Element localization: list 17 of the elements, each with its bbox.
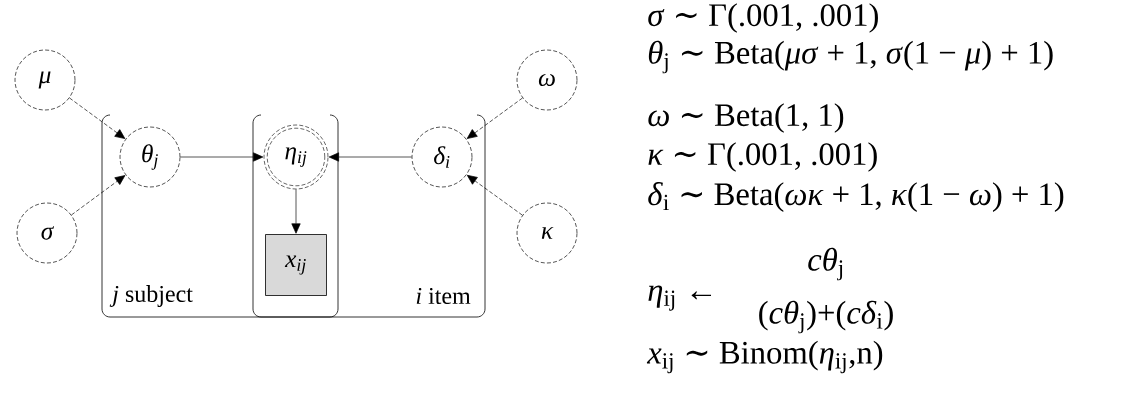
arrow <box>291 188 301 234</box>
equation: δ$_{i}$ ∼ Beta(ωκ + 1, κ(1 − ω) + 1) <box>648 182 1064 212</box>
equation: ω ∼ Beta(1, 1) <box>648 103 844 133</box>
shaded-box: x$_{ij}$ <box>265 234 327 296</box>
arrow <box>328 152 412 162</box>
equation: σ ∼ Γ(.001, .001) <box>648 3 878 33</box>
arrow <box>466 174 523 216</box>
arrow <box>71 175 126 216</box>
arrow <box>466 97 523 139</box>
arrow <box>180 152 264 162</box>
equation: (cθ$_{j}$)+(cδ$_{i}$) <box>759 300 893 334</box>
arrow <box>69 97 126 139</box>
equation: κ ∼ Γ(.001, .001) <box>648 142 877 172</box>
equation: η$_{ij}$ ← <box>648 285 711 311</box>
equation: cθ$_{j}$ <box>808 247 843 281</box>
equation: θ$_{j}$ ∼ Beta(μσ + 1, σ(1 − μ) + 1) <box>648 40 1053 74</box>
equation: x$_{ij}$ ∼ Binom(η$_{ij}$,n) <box>646 340 883 374</box>
